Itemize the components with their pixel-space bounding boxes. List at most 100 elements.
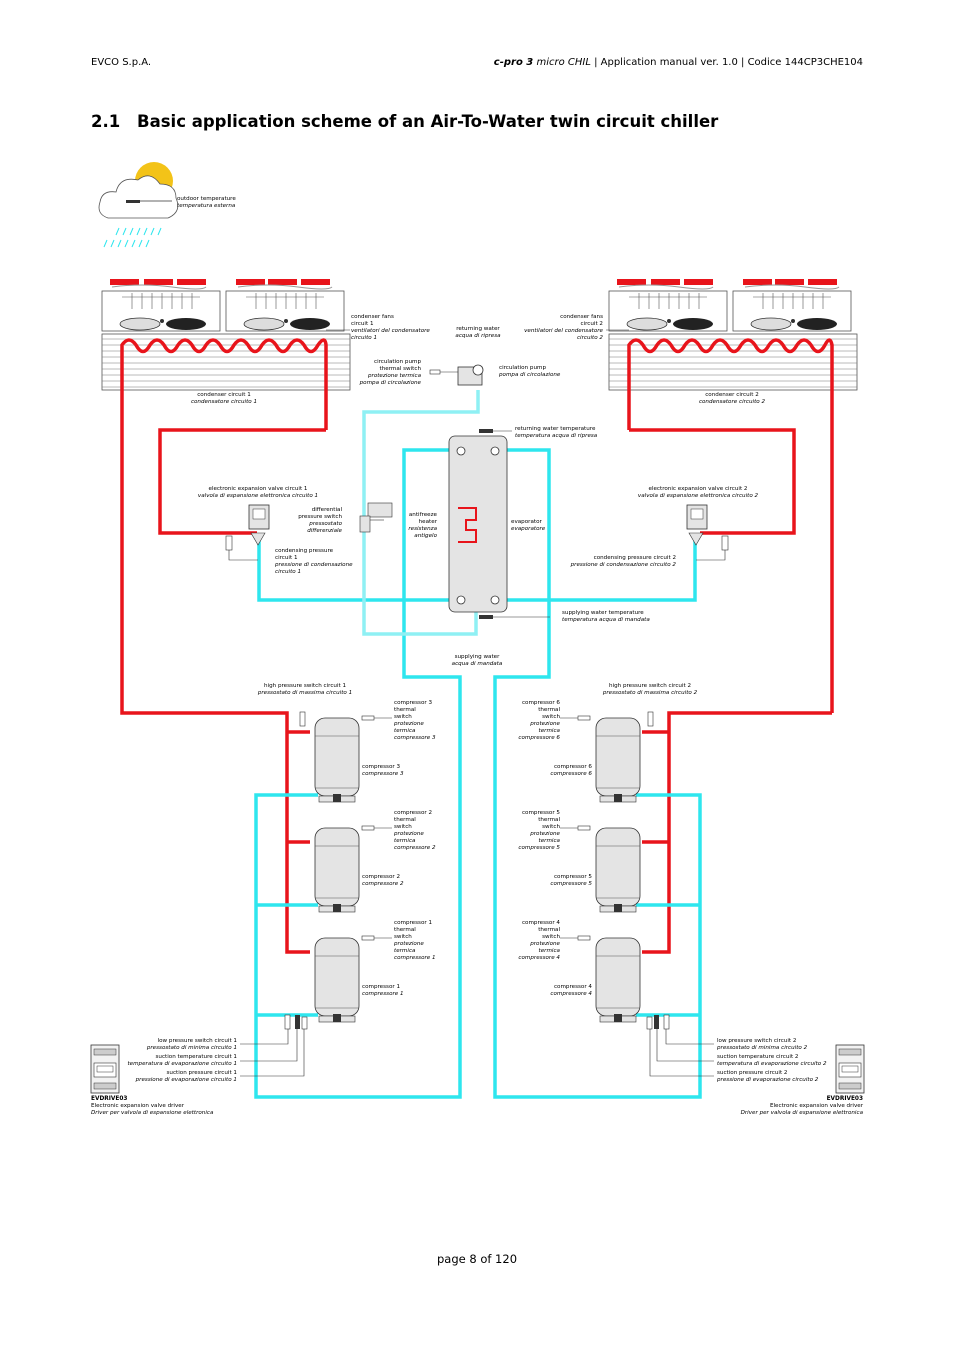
fans2-label: circuit 2 <box>580 321 603 327</box>
sp2-label-it: pressione di evaporazione circuito 2 <box>716 1077 819 1083</box>
antifreeze-label-it: antigelo <box>414 533 437 539</box>
lp1-label: low pressure switch circuit 1 <box>158 1038 238 1044</box>
sup-temp-label-it: temperatura acqua di mandata <box>562 617 650 623</box>
c5-thermal-label-it: termica <box>539 838 561 844</box>
cold-lines <box>254 448 702 1099</box>
evdrive-driver-1-icon <box>90 1044 120 1094</box>
c2-thermal-label: switch <box>394 824 412 830</box>
c3-thermal-label: compressor 3 <box>394 700 432 706</box>
sp2-label: suction pressure circuit 2 <box>717 1070 787 1076</box>
c1-thermal-label: compressor 1 <box>394 920 432 926</box>
fans2-label-it: ventilatori del condensatore <box>524 328 603 334</box>
fans1-label-it: circuito 1 <box>351 335 377 341</box>
c3-thermal-label-it: termica <box>394 728 416 734</box>
condenser-coil-2 <box>627 338 834 713</box>
compressor-4-icon <box>595 937 641 1023</box>
c3-thermal-label: thermal <box>394 707 416 713</box>
c1-thermal-label-it: compressore 1 <box>394 955 436 961</box>
outdoor-temp-label: outdoor temperature <box>177 196 236 202</box>
drv1-model: EVDRIVE03 <box>91 1096 127 1102</box>
c2-thermal-label-it: compressore 2 <box>394 845 436 851</box>
c2-thermal-label: compressor 2 <box>394 810 432 816</box>
header-company: EVCO S.p.A. <box>91 57 152 68</box>
compressor-1-icon <box>314 937 360 1023</box>
fans1-label: condenser fans <box>351 314 394 320</box>
c6-label-it: compressore 6 <box>550 771 592 777</box>
section-title-text: Basic application scheme of an Air-To-Wa… <box>137 112 719 131</box>
header-product-variant: micro CHIL <box>536 57 591 68</box>
diff-switch-label: pressure switch <box>298 514 342 520</box>
c5-thermal-label-it: compressore 5 <box>518 845 560 851</box>
c3-label-it: compressore 3 <box>362 771 404 777</box>
c2-label-it: compressore 2 <box>362 881 404 887</box>
page-number: page 8 of 120 <box>436 1252 518 1266</box>
pump-thermal-label: circulation pump <box>374 359 421 365</box>
fans1-label: circuit 1 <box>351 321 374 327</box>
sp1-label: suction pressure circuit 1 <box>167 1070 238 1076</box>
c5-label: compressor 5 <box>554 874 592 880</box>
header-doc-info: c-pro 3 micro CHIL | Application manual … <box>494 57 863 68</box>
drv2-desc-it: Driver per valvola di espansione elettro… <box>741 1110 864 1116</box>
c4-thermal-label-it: protezione <box>529 941 560 947</box>
sup-water-label-it: acqua di mandata <box>452 661 503 667</box>
c5-thermal-label: thermal <box>538 817 560 823</box>
c1-thermal-label-it: termica <box>394 948 416 954</box>
c6-label: compressor 6 <box>554 764 592 770</box>
lp2-label-it: pressostato di minima circuito 2 <box>716 1045 808 1051</box>
header-product: c-pro 3 <box>493 57 534 68</box>
diff-switch-label-it: pressostato <box>308 521 342 527</box>
c4-thermal-label-it: compressore 4 <box>518 955 560 961</box>
diff-switch-label-it: differenziale <box>307 528 342 534</box>
antifreeze-label: heater <box>419 519 438 525</box>
condenser-coil-1 <box>120 338 328 430</box>
pump-thermal-label: thermal switch <box>380 366 422 372</box>
fans2-label-it: circuito 2 <box>577 335 603 341</box>
c1-label: compressor 1 <box>362 984 400 990</box>
evaporator-label-it: evaporatore <box>511 526 546 532</box>
rain-icon <box>103 227 162 248</box>
sup-water-label: supplying water <box>455 654 500 660</box>
expansion-valve-2-icon <box>686 504 729 551</box>
c3-thermal-label-it: compressore 3 <box>394 735 436 741</box>
c1-thermal-label: thermal <box>394 927 416 933</box>
hp1-label: high pressure switch circuit 1 <box>264 683 347 689</box>
c6-thermal-label-it: compressore 6 <box>518 735 560 741</box>
suction-sensors-circuit-1 <box>284 1014 308 1030</box>
evaporator-icon <box>448 429 508 619</box>
drv1-desc: Electronic expansion valve driver <box>91 1103 185 1109</box>
c4-thermal-label: thermal <box>538 927 560 933</box>
pump-label-it: pompa di circolazione <box>498 372 561 378</box>
cond-press1-label: circuit 1 <box>275 555 298 561</box>
pump-label: circulation pump <box>499 365 546 371</box>
weather-cloud-icon <box>98 175 179 219</box>
cond-press2-label-it: pressione di condensazione circuito 2 <box>570 562 677 568</box>
c3-thermal-label-it: protezione <box>393 721 424 727</box>
drv2-model: EVDRIVE03 <box>827 1096 863 1102</box>
section-number: 2.1 <box>91 112 121 131</box>
condenser-unit-circuit-2 <box>608 278 858 391</box>
cond-press2-label: condensing pressure circuit 2 <box>594 555 676 561</box>
c4-thermal-label: compressor 4 <box>522 920 560 926</box>
cond-press1-label-it: circuito 1 <box>275 569 301 575</box>
evdrive-driver-2-icon <box>835 1044 865 1094</box>
cond2-label: condenser circuit 2 <box>705 392 759 398</box>
returning-water-label: returning water <box>456 326 500 332</box>
cond2-label-it: condensatore circuito 2 <box>699 399 766 405</box>
sp1-label-it: pressione di evaporazione circuito 1 <box>135 1077 237 1083</box>
c5-thermal-label: compressor 5 <box>522 810 560 816</box>
eev1-label-it: valvola di espansione elettronica circui… <box>198 493 318 499</box>
c4-thermal-label-it: termica <box>539 948 561 954</box>
c5-thermal-label: switch <box>542 824 560 830</box>
c6-thermal-label: thermal <box>538 707 560 713</box>
outdoor-temp-label-it: temperatura esterna <box>177 203 236 209</box>
evaporator-label: evaporator <box>511 519 542 525</box>
ret-temp-label-it: temperatura acqua di ripresa <box>515 433 598 439</box>
hp1-label-it: pressostato di massima circuito 1 <box>257 690 352 696</box>
expansion-valve-1-icon <box>225 504 270 551</box>
diff-switch-label: differential <box>312 507 343 513</box>
c3-thermal-label: switch <box>394 714 412 720</box>
c2-label: compressor 2 <box>362 874 400 880</box>
c4-thermal-label: switch <box>542 934 560 940</box>
c1-thermal-label-it: protezione <box>393 941 424 947</box>
c6-thermal-label: compressor 6 <box>522 700 560 706</box>
